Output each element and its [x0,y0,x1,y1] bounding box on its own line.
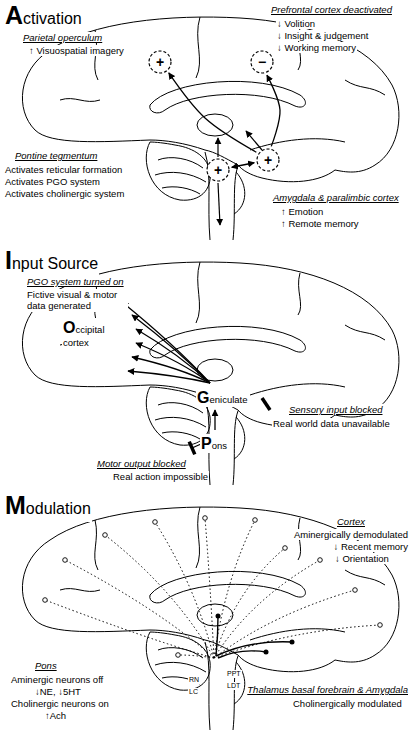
block-bar [189,442,195,455]
terminal-dot [283,546,288,551]
effect-text: Real world data unavailable [272,418,391,429]
panel-title: Modulation [4,492,92,522]
dotted-projection [45,600,214,658]
terminal-dot [290,640,295,645]
sign-circle: − [250,50,274,74]
terminal-dot [264,650,269,655]
pgo-arrow [128,371,210,383]
sign-circle: + [148,50,172,74]
panel-title: Activation [4,2,83,32]
terminal-dot [253,518,258,523]
region-heading: Thalamus basal forebrain & Amygdala [246,684,409,695]
effect-text: Aminergically demodulated [293,529,409,540]
solid-projection [216,616,218,656]
dashed-circle [257,149,279,171]
activation-arrow [169,73,257,152]
sign-symbol: + [214,163,222,177]
nucleus-label: RN [188,676,200,684]
dashed-circle [149,51,171,73]
region-heading: Sensory input blocked [288,404,383,415]
dashed-circle [251,51,273,73]
structure-name: Occipital cortex [62,318,126,349]
dotted-projection [65,560,214,658]
pgo-arrows [122,302,215,448]
effect-text: Aminergic neurons off [10,674,104,685]
effect-text: ↑ Remote memory [280,218,360,229]
terminal-dot [63,558,68,563]
effect-text: Cholinergically modulated [292,698,403,709]
dotted-projection [155,522,214,658]
effect-text: ↓ Volition [276,18,316,29]
pgo-arrow [136,329,210,383]
region-heading: Pontine tegmentum [14,150,98,161]
structure-name: Pons [200,434,228,453]
dotted-projection [178,655,214,658]
pgo-arrow [132,357,210,383]
sign-symbol: − [258,55,266,69]
terminal-dot [103,533,108,538]
nucleus-label: LC [188,688,199,696]
region-heading: Parietal operculum [22,32,103,43]
panel-title: Input Source [4,247,99,277]
effect-text: Activates PGO system [4,176,101,187]
pgo-arrow [214,410,215,430]
pons-arrow [217,138,218,157]
terminal-dot [216,614,221,619]
region-heading: Amygdala & paralimbic cortex [272,192,400,203]
effect-text: ↓ Recent memory [333,541,409,552]
terminal-dot [378,623,383,628]
effect-text: ↑ Visuospatial imagery [28,45,125,56]
sign-circle: + [206,158,230,182]
nucleus-label: LDT [226,682,241,690]
activation-arrow [232,163,255,168]
terminal-dot [318,558,323,563]
pgo-arrow [136,343,210,383]
dotted-projection [214,590,355,658]
sign-symbol: + [264,153,272,167]
pons-arrow [218,183,220,225]
region-heading: PGO system turned on [26,276,125,287]
region-heading: Pons [34,660,58,671]
cholinergic-ends [216,614,295,655]
dotted-projection [214,560,320,658]
effect-text: Activates cholinergic system [4,188,125,199]
effect-text: ↓ Working memory [276,42,357,53]
region-heading: Cortex [336,516,366,527]
effect-text: ↓ Insight & judgement [276,30,369,41]
region-heading: Prefrontal cortex deactivated [270,4,393,15]
block-bar [262,398,270,410]
dotted-projection [205,518,214,658]
nucleus-label: PPT [226,670,242,678]
pgo-arrow [122,302,210,383]
effect-text: Activates reticular formation [4,164,123,175]
effect-text: ↓ Orientation [334,553,390,564]
dotted-projection [214,625,380,658]
sign-symbol: + [156,55,164,69]
effect-text: ↑Ach [44,710,67,721]
effect-text: Cholinergic neurons on [10,698,110,709]
cholinergic-projections [216,616,292,658]
terminal-dot [43,598,48,603]
dotted-projection [214,520,255,658]
terminal-dot [176,653,181,658]
effect-text: ↓NE, ↓5HT [34,686,82,697]
terminal-dot [203,516,208,521]
solid-projection [218,651,266,658]
dashed-circle [207,159,229,181]
structure-name: Geniculate [196,388,248,407]
effect-text: Fictive visual & motor data generated [26,289,128,312]
sign-circle: + [256,148,280,172]
activation-arrow [267,75,280,146]
brain-outline [22,17,399,240]
dotted-projection [105,535,214,658]
effect-text: ↑ Emotion [280,206,324,217]
terminal-dot [353,588,358,593]
terminal-dot [153,520,158,525]
region-heading: Motor output blocked [96,458,187,469]
effect-text: Real action impossible [112,471,209,482]
brain-outline [22,262,399,485]
